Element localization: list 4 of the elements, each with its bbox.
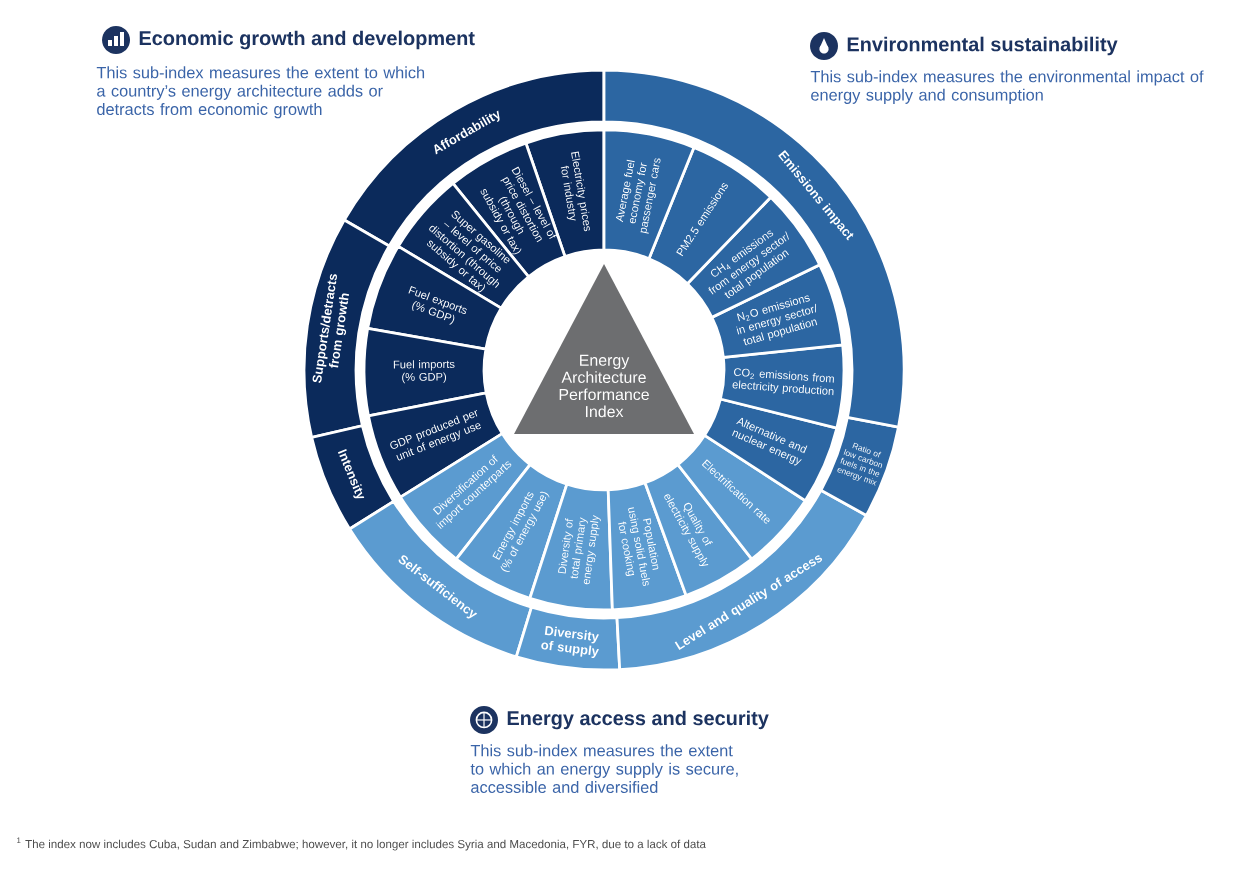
description: This sub-index measures the extent to which an energy supply is secure, accessible and diversified — [470, 744, 738, 794]
heading: Energy access and security — [507, 710, 769, 730]
heading: Environmental sustainability — [847, 36, 1118, 56]
heading: Economic growth and development — [139, 30, 475, 50]
